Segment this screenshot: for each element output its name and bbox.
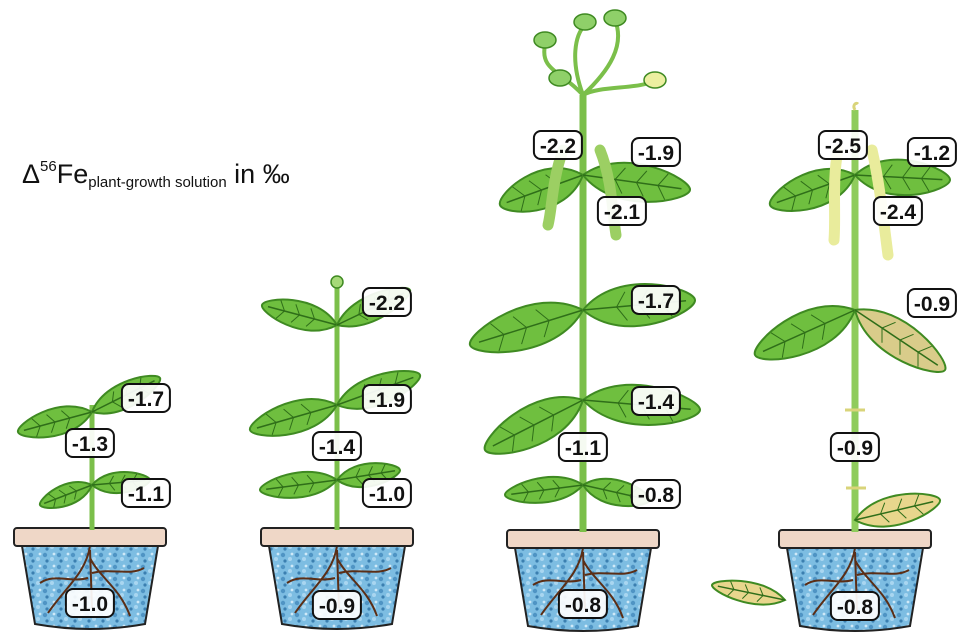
plant3-upper-leaf-label: -1.7 xyxy=(631,285,681,315)
plant4-leaf-top-left xyxy=(770,169,855,211)
plant2-leaf-top-left xyxy=(262,300,337,331)
plant3-left-pod-label: -2.2 xyxy=(533,130,583,160)
plant1-lower-leaf-label: -1.1 xyxy=(121,478,171,508)
plant4-leaf-upper-left xyxy=(755,306,855,359)
plant3-leaf-lower-left xyxy=(505,477,583,503)
plant4-leaf-fallen xyxy=(855,494,940,527)
plant3-flower xyxy=(604,10,626,26)
diagram-title: Δ56Feplant-growth solution in ‰ xyxy=(22,158,290,191)
plant4-senescent-leaf-label: -0.9 xyxy=(907,288,957,318)
title-isotope: 56 xyxy=(40,158,57,175)
plant1-leaf-lower-left xyxy=(40,482,92,508)
plant4-left-pod-label: -2.5 xyxy=(818,130,868,160)
plant4-stem-label: -0.9 xyxy=(830,432,880,462)
plant3-stem-label: -1.1 xyxy=(558,432,608,462)
plant2-stem-label: -1.4 xyxy=(312,431,362,461)
plant3-flower xyxy=(644,72,666,88)
pot-rim xyxy=(261,528,413,546)
plant3-flower xyxy=(549,70,571,86)
plant2-leaf-lower-left xyxy=(260,472,337,498)
pot-rim xyxy=(14,528,166,546)
plant2-top-leaf-label: -2.2 xyxy=(362,287,412,317)
plant1-stem-label: -1.3 xyxy=(65,428,115,458)
plant2-upper-leaf-label: -1.9 xyxy=(362,384,412,414)
plant3-lower-leaf-label: -0.8 xyxy=(631,479,681,509)
pots-layer xyxy=(14,528,931,631)
plant3-leaf-upper-left xyxy=(470,303,583,353)
title-subscript: plant-growth solution xyxy=(88,174,226,191)
plant3-right-pod-label: -1.9 xyxy=(631,137,681,167)
plant1-roots-label: -1.0 xyxy=(65,588,115,618)
pot-rim xyxy=(779,530,931,548)
title-delta: Δ xyxy=(22,159,40,189)
plant4-pod-left xyxy=(834,150,838,240)
plant3-middle-leaf-label: -1.4 xyxy=(631,386,681,416)
plant4-roots-label: -0.8 xyxy=(830,591,880,621)
plant3-leaf-top-left xyxy=(500,168,583,212)
plant3-seed-pod-label: -2.1 xyxy=(597,196,647,226)
plant4-tip xyxy=(854,103,858,110)
plant4-right-leaf-label: -1.2 xyxy=(907,137,957,167)
title-element: Fe xyxy=(57,159,89,189)
plant2-roots-label: -0.9 xyxy=(312,590,362,620)
plant4-fallen-leaf-ground xyxy=(712,581,785,605)
plant3-flower xyxy=(534,32,556,48)
plant2-bud xyxy=(331,276,343,288)
plant3-roots-label: -0.8 xyxy=(558,589,608,619)
title-unit: in ‰ xyxy=(227,159,290,189)
plant4-seed-pod-label: -2.4 xyxy=(873,196,923,226)
plants-layer xyxy=(18,10,950,605)
plant3-flower xyxy=(574,14,596,30)
plant1-upper-leaf-label: -1.7 xyxy=(121,383,171,413)
pot-rim xyxy=(507,530,659,548)
plant2-lower-leaf-label: -1.0 xyxy=(362,478,412,508)
